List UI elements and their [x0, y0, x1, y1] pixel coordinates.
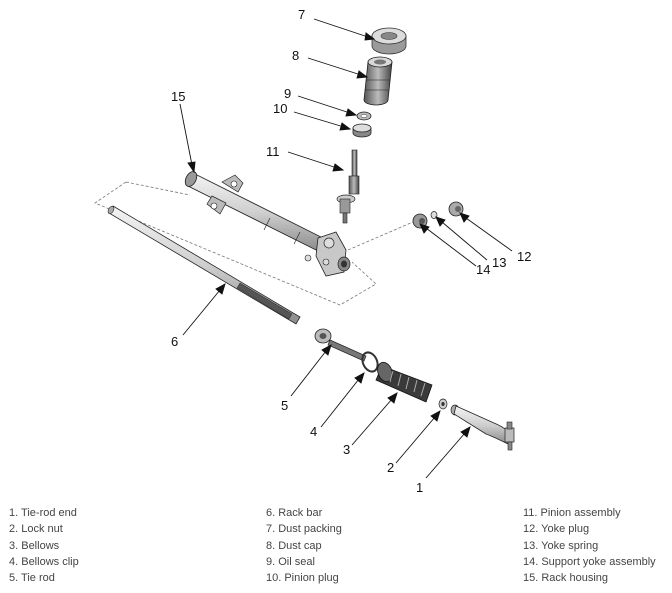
- rack-bar-part: [107, 205, 301, 325]
- legend-item: 13. Yoke spring: [523, 539, 599, 552]
- callout-5: 5: [281, 398, 288, 413]
- parts-legend: 1. Tie-rod end 2. Lock nut 3. Bellows 4.…: [0, 505, 672, 590]
- legend-column-3: 11. Pinion assembly 12. Yoke plug 13. Yo…: [523, 505, 656, 586]
- tie-rod-end-part: [450, 404, 515, 451]
- callout-15: 15: [171, 89, 185, 104]
- support-yoke-part: [412, 213, 428, 229]
- bellows-part: [375, 361, 433, 403]
- legend-item: 11. Pinion assembly: [523, 507, 621, 519]
- legend-item: 9. Oil seal: [266, 555, 315, 568]
- legend-item: 15. Rack housing: [523, 572, 608, 585]
- tie-rod-part: [314, 328, 367, 362]
- legend-item: 4. Bellows clip: [9, 555, 79, 568]
- dust-packing-part: [371, 27, 407, 55]
- legend-item: 3. Bellows: [9, 539, 60, 552]
- rack-housing-part: [184, 171, 351, 277]
- exploded-diagram: 7 8 9 10 11 15 12 13 14 6 5 4 3 2 1: [94, 7, 531, 495]
- callout-13: 13: [492, 255, 506, 270]
- callout-8: 8: [292, 48, 299, 63]
- pinion-plug-part: [352, 123, 372, 138]
- legend-item: 7. Dust packing: [266, 523, 342, 536]
- legend-item: 10. Pinion plug: [266, 572, 339, 585]
- legend-item: 8. Dust cap: [266, 539, 322, 552]
- callout-7: 7: [298, 7, 305, 22]
- callout-14: 14: [476, 262, 490, 277]
- callout-3: 3: [343, 442, 350, 457]
- bellows-clip-part: [361, 351, 379, 373]
- legend-item: 2. Lock nut: [9, 523, 63, 536]
- callout-9: 9: [284, 86, 291, 101]
- callout-2: 2: [387, 460, 394, 475]
- lock-nut-part: [438, 398, 448, 410]
- pinion-assembly-part: [336, 149, 360, 224]
- legend-item: 1. Tie-rod end: [9, 507, 77, 519]
- dust-cap-part: [363, 56, 393, 106]
- legend-item: 12. Yoke plug: [523, 523, 590, 536]
- legend-item: 14. Support yoke assembly: [523, 555, 656, 568]
- callout-4: 4: [310, 424, 317, 439]
- oil-seal-part: [356, 111, 372, 121]
- legend-column-1: 1. Tie-rod end 2. Lock nut 3. Bellows 4.…: [9, 505, 79, 586]
- callout-10: 10: [273, 101, 287, 116]
- callout-1: 1: [416, 480, 423, 495]
- callout-6: 6: [171, 334, 178, 349]
- assembly-outline: [94, 181, 414, 306]
- legend-column-2: 6. Rack bar 7. Dust packing 8. Dust cap …: [266, 505, 342, 586]
- callout-labels: 7 8 9 10 11 15 12 13 14 6 5 4 3 2 1: [171, 7, 531, 495]
- callout-11: 11: [266, 144, 280, 159]
- legend-item: 5. Tie rod: [9, 572, 55, 585]
- legend-item: 6. Rack bar: [266, 507, 323, 519]
- callout-12: 12: [517, 249, 531, 264]
- leader-lines: [179, 18, 513, 479]
